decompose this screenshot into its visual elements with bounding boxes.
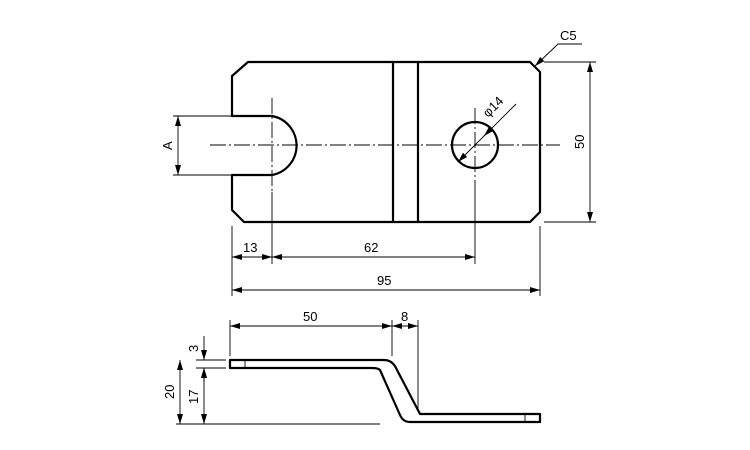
bend-offset-label: 8: [401, 309, 408, 324]
drop-height-label: 17: [186, 390, 201, 404]
slot-width-dimension: A: [160, 115, 232, 176]
height-dimension: 50: [544, 61, 596, 223]
flat-length-label: 50: [303, 309, 317, 324]
hole-diameter-label: φ14: [480, 93, 507, 120]
top-view: [210, 60, 560, 224]
side-vertical-dimensions: 3 20 17: [162, 336, 380, 425]
height-label: 50: [572, 135, 587, 149]
chamfer-label: C5: [560, 28, 577, 43]
bent-plate-profile: [228, 358, 542, 424]
plate-outline: [230, 60, 542, 224]
side-view: [228, 358, 542, 424]
chamfer-callout: C5: [534, 28, 582, 67]
slot-width-label: A: [160, 141, 175, 150]
slot-offset-label: 13: [243, 240, 257, 255]
hole-distance-label: 62: [364, 240, 378, 255]
overall-length-label: 95: [377, 273, 391, 288]
side-horizontal-dimensions: 50 8: [229, 309, 419, 410]
horizontal-dimensions: 13 62 95: [231, 182, 541, 296]
thickness-label: 3: [186, 345, 201, 352]
overall-height-label: 20: [162, 385, 177, 399]
hole-diameter-callout: φ14: [457, 93, 517, 163]
